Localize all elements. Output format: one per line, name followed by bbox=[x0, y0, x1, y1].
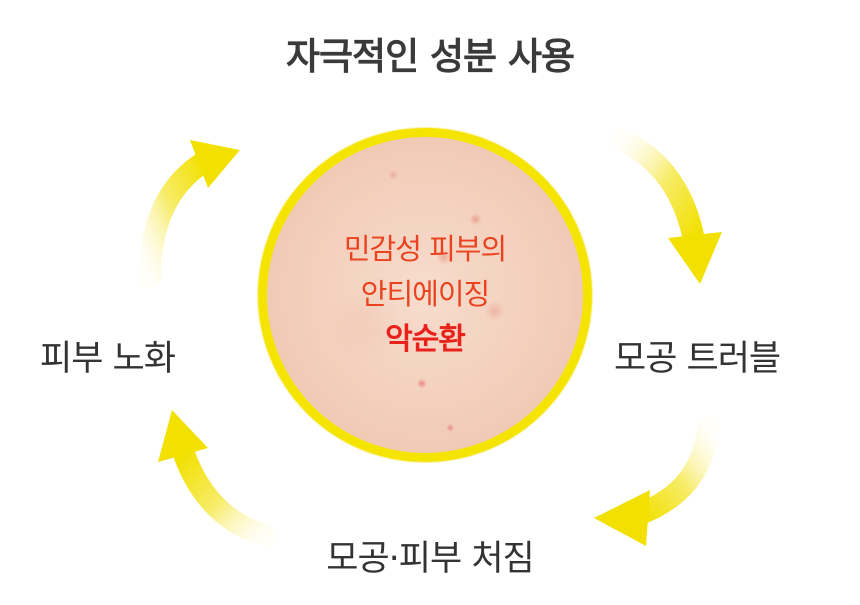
cycle-label-left: 피부 노화 bbox=[40, 339, 176, 379]
arrow-top-right bbox=[611, 129, 722, 284]
arrow-top-left bbox=[139, 140, 240, 289]
arrow-bottom-right bbox=[594, 417, 719, 546]
skin-photo-circle bbox=[258, 128, 592, 462]
center-line-2: 안티에이징 bbox=[360, 277, 490, 311]
arrow-bottom-left bbox=[158, 410, 279, 547]
cycle-label-right: 모공 트러블 bbox=[614, 339, 781, 379]
center-highlight: 악순환 bbox=[385, 322, 466, 357]
center-text-block: 민감성 피부의 안티에이징 악순환 bbox=[258, 128, 592, 462]
cycle-label-bottom: 모공·피부 처짐 bbox=[326, 539, 534, 579]
diagram-title: 자극적인 성분 사용 bbox=[285, 35, 575, 78]
center-line-1: 민감성 피부의 bbox=[343, 232, 507, 266]
